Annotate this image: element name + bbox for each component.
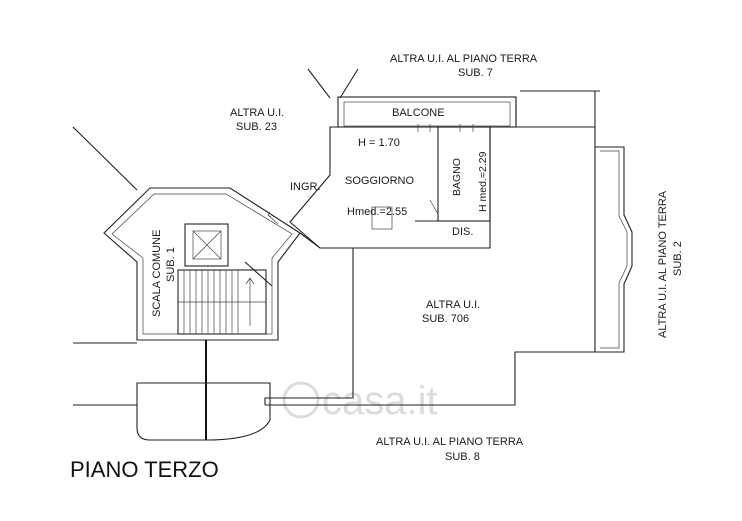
unit-706-outline [73,91,633,441]
boundary-lines [72,68,600,344]
label-balcone: BALCONE [392,107,445,119]
label-scala-comune: SCALA COMUNE [151,230,163,317]
label-altra-ui-sub2-line1: ALTRA U.I. AL PIANO TERRA [657,190,669,338]
watermark-text: casa.it [322,379,438,423]
label-h-med-229: H med.=2.29 [477,151,489,212]
label-scala-sub1: SUB. 1 [165,247,177,282]
label-soggiorno: SOGGIORNO [345,175,415,187]
label-bagno: BAGNO [451,158,463,196]
label-altra-ui-sub2-line2: SUB. 2 [672,241,684,276]
floor-title: PIANO TERZO [70,457,219,482]
stair-building [103,187,301,440]
label-altra-ui-sub8-line2: SUB. 8 [445,451,480,463]
elevator-shaft [184,223,229,267]
label-altra-ui-sub7-line1: ALTRA U.I. AL PIANO TERRA [390,53,538,65]
label-altra-ui-sub7-line2: SUB. 7 [458,67,493,79]
label-altra-ui-sub8-line1: ALTRA U.I. AL PIANO TERRA [376,436,524,448]
label-h-170: H = 1.70 [358,137,400,149]
label-altra-ui-sub706-line2: SUB. 706 [422,313,469,325]
label-hmed-255: Hmed.=2.55 [347,206,407,218]
label-altra-ui-sub706-line1: ALTRA U.I. [426,299,480,311]
label-ingresso: INGR. [290,181,321,193]
label-dis: DIS. [452,226,473,238]
watermark: casa.it [282,379,438,423]
label-altra-ui-sub23-line2: SUB. 23 [236,121,277,133]
label-altra-ui-sub23-line1: ALTRA U.I. [230,107,284,119]
